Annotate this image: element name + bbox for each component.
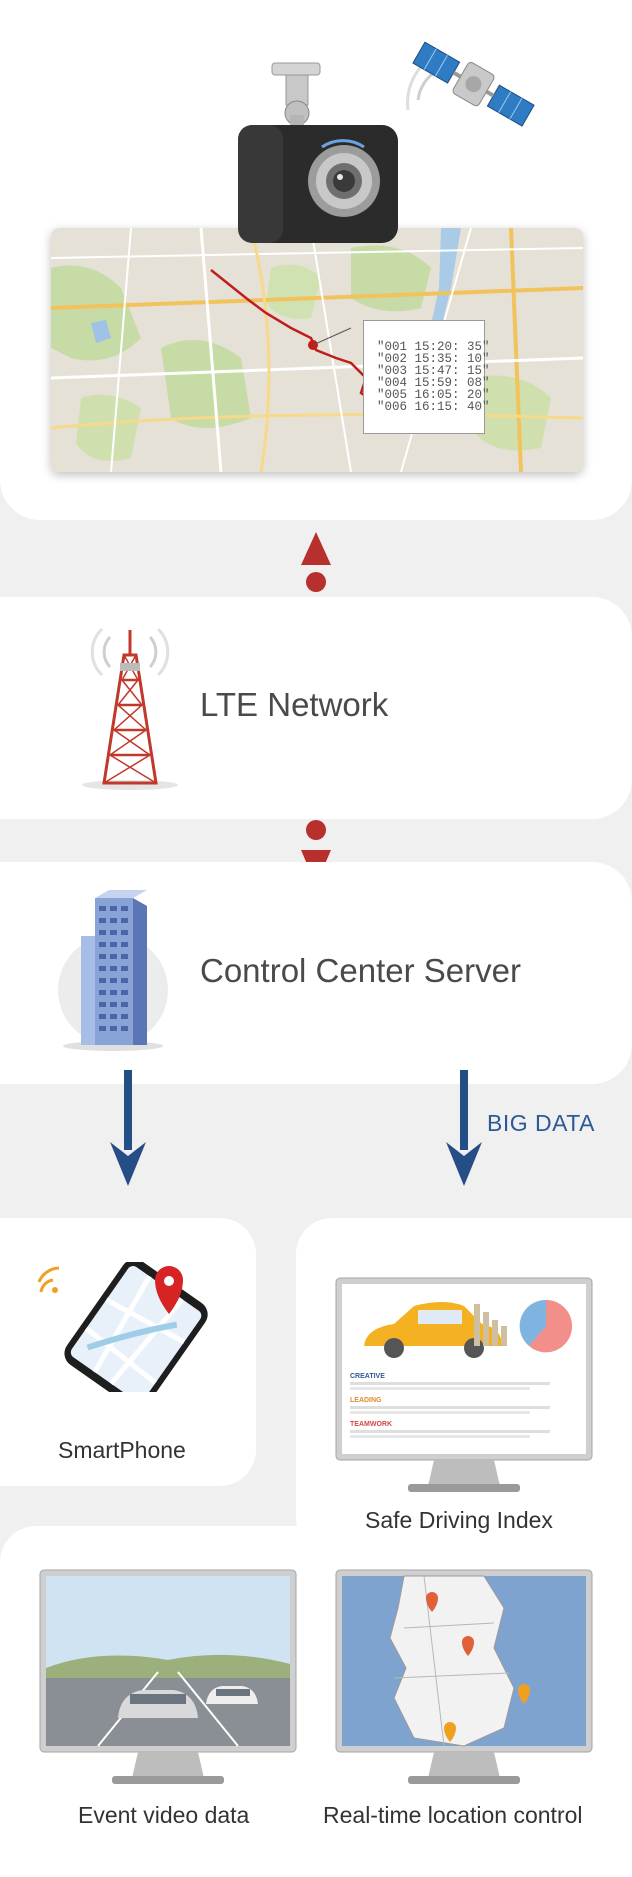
big-data-label: BIG DATA (487, 1110, 595, 1136)
gps-log-line: "003 15:47: 15" (377, 364, 490, 378)
gps-log-line: "006 16:15: 40" (377, 400, 490, 414)
map-illustration (51, 228, 583, 472)
wifi-signal-icon (39, 1278, 54, 1293)
report-heading: CREATIVE (350, 1373, 385, 1380)
server-building-icon (58, 890, 168, 1051)
card-join (240, 1526, 360, 1566)
gps-log-line: "002 15:35: 10" (377, 352, 490, 366)
gps-log-box (363, 320, 485, 434)
korea-map (389, 1575, 515, 1747)
dashcam-icon (238, 62, 398, 243)
event-video-label: Event video data (78, 1802, 250, 1828)
gps-log-line: "001 15:20: 35" (377, 340, 490, 354)
location-monitor (335, 1569, 593, 1784)
location-pin-icon (426, 1592, 530, 1742)
gps-log-line: "005 16:05: 20" (377, 388, 490, 402)
pie-graphic (519, 1299, 573, 1353)
smartphone-icon (37, 1262, 208, 1392)
arrow-up-head (301, 532, 331, 565)
report-heading: TEAMWORK (350, 1421, 392, 1428)
safe-driving-label: Safe Driving Index (365, 1507, 553, 1533)
event-video-monitor (39, 1569, 297, 1784)
smartphone-label: SmartPhone (58, 1437, 186, 1463)
report-heading: LEADING (350, 1397, 382, 1404)
cell-tower-icon (82, 627, 178, 790)
safe-driving-monitor: CREATIVE LEADING TEAMWORK (335, 1277, 593, 1492)
control-center-label: Control Center Server (200, 952, 521, 989)
lte-network-label: LTE Network (200, 686, 389, 723)
arrow-to-smartphone (110, 1070, 146, 1186)
location-pin-icon (155, 1266, 183, 1314)
arrow-to-big-data (446, 1070, 482, 1186)
satellite-icon (406, 41, 535, 127)
bar-graphic (474, 1304, 507, 1346)
realtime-location-label: Real-time location control (323, 1802, 583, 1828)
gps-log-line: "004 15:59: 08" (377, 376, 490, 390)
gps-map (51, 228, 583, 472)
